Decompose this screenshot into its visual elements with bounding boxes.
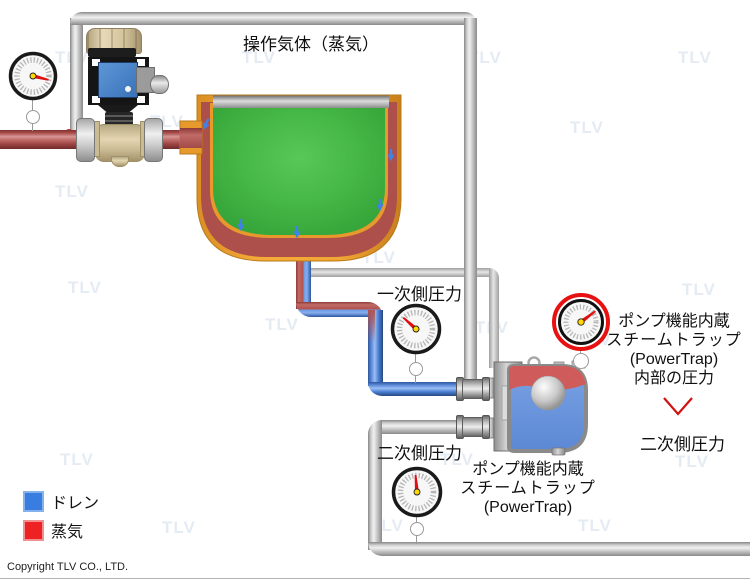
coupling-ring xyxy=(482,377,490,401)
bottom-divider xyxy=(0,578,750,579)
tlv-watermark: TLV xyxy=(675,452,709,471)
control-valve xyxy=(70,24,170,167)
tlv-watermark: TLV xyxy=(440,450,474,469)
motive-steam-line-left-vertical xyxy=(70,18,83,133)
trap-internal-pressure-gauge xyxy=(552,293,610,351)
kettle-inlet-steam xyxy=(180,128,202,148)
positioner xyxy=(98,62,138,98)
text-line: ポンプ機能内蔵 xyxy=(618,313,730,330)
gauge-hub xyxy=(413,488,421,496)
legend-swatch-drain xyxy=(23,490,44,512)
gauge-siphon-ring xyxy=(573,353,589,369)
text-line: 内部の圧力 xyxy=(633,370,714,387)
discharge-line-bottom xyxy=(368,542,750,556)
valve-stem xyxy=(98,105,138,115)
legend-item-drain: ドレン xyxy=(23,489,99,513)
condensate-droplet-arrows xyxy=(202,118,395,239)
motive-steam-line-top-horizontal xyxy=(70,12,477,25)
secondary-pressure-gauge xyxy=(391,466,443,518)
actuator-band xyxy=(88,48,136,57)
steam-supply-pressure-gauge xyxy=(8,51,58,101)
legend-swatch-steam xyxy=(23,519,44,541)
label-secondary-pressure-left: 二次側圧力 xyxy=(377,444,462,463)
gauge-hub xyxy=(412,325,420,333)
gauge-siphon-ring xyxy=(409,362,423,376)
text-line: ポンプ機能内蔵 xyxy=(472,461,584,478)
pipe-flange-right xyxy=(144,118,163,162)
chevron-down-icon xyxy=(663,397,693,416)
tlv-watermark: TLV xyxy=(578,516,612,535)
copyright-text: Copyright TLV CO., LTD. xyxy=(7,561,129,573)
tlv-watermark: TLV xyxy=(265,315,299,334)
condensate-steam-fade xyxy=(368,310,375,342)
coupling-barrel xyxy=(462,417,484,437)
text-line: (PowerTrap) xyxy=(629,351,719,368)
yoke-cutout xyxy=(92,96,100,103)
float-ball xyxy=(530,375,566,411)
yoke-cutout xyxy=(137,59,145,66)
tlv-watermark: TLV xyxy=(570,118,604,137)
tlv-watermark: TLV xyxy=(682,280,716,299)
gauge-hub xyxy=(29,72,37,80)
text-line: スチームトラップ xyxy=(606,332,742,349)
tlv-watermark: TLV xyxy=(68,278,102,297)
condensate-line-seg2 xyxy=(296,302,383,317)
tlv-watermark: TLV xyxy=(242,48,276,67)
outlet-coupling xyxy=(456,415,490,439)
gauge-siphon-ring xyxy=(410,522,424,536)
trap-internal-pressure-text: ポンプ機能内蔵 スチームトラップ (PowerTrap) 内部の圧力 xyxy=(598,312,750,388)
label-secondary-pressure-right: 二次側圧力 xyxy=(640,435,725,454)
equalizing-line-horizontal xyxy=(303,268,496,277)
kettle-contents xyxy=(213,103,385,235)
trap-name-text: ポンプ機能内蔵 スチームトラップ (PowerTrap) xyxy=(452,460,604,517)
legend-label-drain: ドレン xyxy=(51,495,100,512)
condensate-line-seg1 xyxy=(296,250,311,309)
legend-item-steam: 蒸気 xyxy=(23,518,83,542)
primary-pressure-gauge xyxy=(390,303,442,355)
gauge-hub xyxy=(577,318,585,326)
inlet-coupling xyxy=(456,377,490,401)
discharge-line-vertical xyxy=(368,420,382,550)
coupling-ring xyxy=(482,415,490,439)
kettle-top-band xyxy=(213,95,389,108)
positioner-dot xyxy=(125,86,131,92)
motive-steam-line-right-vertical xyxy=(464,18,477,390)
yoke-cutout xyxy=(137,96,145,103)
label-primary-pressure: 一次側圧力 xyxy=(377,285,462,304)
trap-bottom-plug xyxy=(551,447,566,456)
gauge-siphon-ring xyxy=(26,110,40,124)
positioner-knob xyxy=(150,75,169,94)
text-line: (PowerTrap) xyxy=(483,499,573,516)
pipe-flange-left xyxy=(76,118,95,162)
text-line: スチームトラップ xyxy=(460,480,596,497)
yoke-cutout xyxy=(92,59,100,66)
title-operating-gas: 操作気体（蒸気） xyxy=(243,35,379,54)
valve-body-taper xyxy=(111,156,129,167)
coupling-barrel xyxy=(462,379,484,399)
tlv-watermark: TLV xyxy=(162,518,196,537)
jacketed-kettle xyxy=(179,94,402,262)
tlv-watermark: TLV xyxy=(60,450,94,469)
discharge-line-horizontal xyxy=(380,420,458,434)
legend-label-steam: 蒸気 xyxy=(51,524,84,541)
equalizing-line-vertical xyxy=(489,268,499,368)
tlv-watermark: TLV xyxy=(678,48,712,67)
tlv-watermark: TLV xyxy=(55,182,89,201)
